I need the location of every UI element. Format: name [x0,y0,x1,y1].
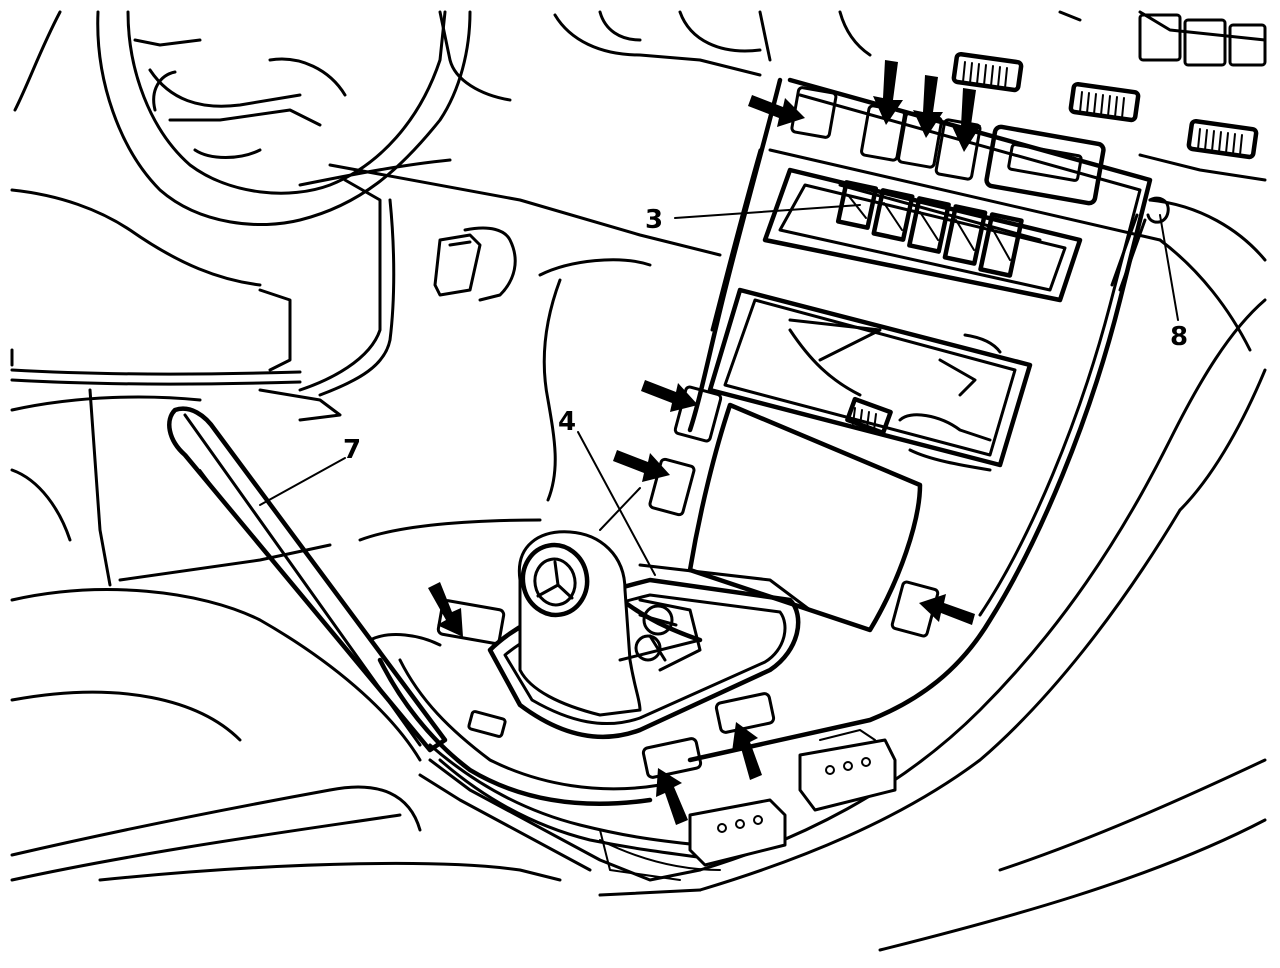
console-opening-lower [687,402,923,633]
wire-harness [428,743,721,881]
callout-labels: 3 4 7 8 [343,205,1188,465]
air-vent-center [1068,81,1141,123]
callout-4: 4 [558,407,576,437]
arrow-mid-2 [613,450,670,482]
callout-leaders [259,204,1179,576]
air-vent-right [1186,118,1259,160]
callout-7: 7 [343,435,361,465]
connector-left [688,798,787,867]
lower-clips [641,692,776,779]
gear-linkage [618,598,702,672]
connector-right [798,729,897,812]
steering-wheel [96,10,472,227]
handbrake-lever [167,406,448,753]
arrow-top-2 [873,60,903,125]
center-console-trim-frame [687,77,1162,763]
console-opening-upper [707,287,1033,472]
arrow-left-clip [428,582,463,637]
trim-clip-8 [1110,196,1170,292]
arrow-top-4 [951,88,981,152]
arrow-mid-1 [641,380,698,412]
release-arrows [428,60,981,825]
arrow-top-3 [913,75,943,138]
control-panel-slot [762,167,1083,303]
frame-clips [436,385,940,738]
arrow-bottom-2 [732,722,762,780]
seat-and-console-base [10,258,1267,952]
upper-dash-blocks [1138,13,1267,67]
arrow-bottom-1 [656,768,688,825]
callout-3: 3 [645,205,663,235]
pedal [433,226,517,302]
air-vent-left [951,51,1024,93]
gear-knob [517,530,642,717]
callout-8: 8 [1170,322,1188,352]
arrow-right [919,594,975,625]
dashboard-outline [10,10,1267,397]
arrow-top-1 [748,95,805,127]
